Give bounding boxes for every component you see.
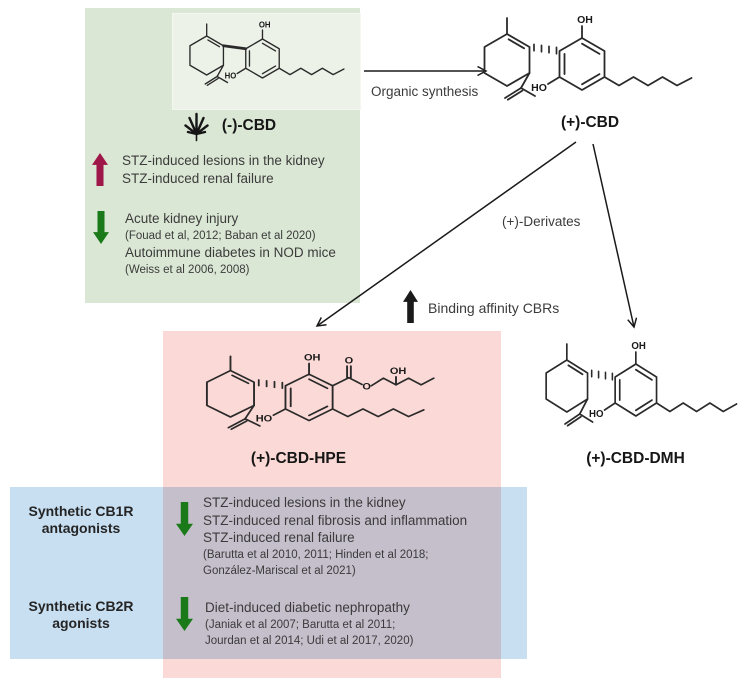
effect-line: STZ-induced lesions in the kidney — [203, 495, 406, 510]
atom-o-label: O — [345, 356, 354, 366]
citation-line: Jourdan et al 2014; Udi et al 2017, 2020… — [205, 635, 414, 647]
atom-oh-label: OH — [390, 367, 406, 377]
effect-line: STZ-induced renal failure — [122, 170, 274, 186]
cbd-plus-label: (+)-CBD — [560, 114, 620, 131]
organic-synthesis-label: Organic synthesis — [371, 84, 479, 99]
atom-o-label: O — [362, 382, 371, 392]
cbd-minus-label: (-)-CBD — [221, 117, 277, 134]
cbd-dmh-label: (+)-CBD-DMH — [586, 450, 685, 467]
cb2r-effects: Diet-induced diabetic nephropathy (Jania… — [205, 599, 413, 650]
cbd-hpe-structure: O O OH — [205, 352, 435, 431]
binding-affinity-up-arrow-icon — [403, 290, 418, 323]
cannabis-leaf-icon — [184, 112, 209, 142]
citation-line: (Barutta et al 2010, 2011; Hinden et al … — [203, 548, 429, 561]
derivates-arrow-to-dmh — [592, 143, 634, 327]
blue-synthetic-panel — [10, 487, 527, 659]
effect-line: STZ-induced renal fibrosis and inflammat… — [203, 512, 468, 528]
citation-line: (Weiss et al 2006, 2008) — [125, 263, 250, 276]
cb1r-effects: STZ-induced lesions in the kidney STZ-in… — [203, 494, 467, 580]
cbd-minus-up-effects: STZ-induced lesions in the kidney STZ-in… — [122, 152, 325, 187]
cb1r-antagonists-label: Synthetic CB1R antagonists — [28, 503, 134, 536]
derivates-label: (+)-Derivates — [502, 214, 581, 229]
cbd-minus-down-effects: Acute kidney injury (Fouad et al, 2012; … — [125, 210, 336, 278]
cbd-hpe-label: (+)-CBD-HPE — [250, 450, 347, 467]
citation-line: (Fouad et al, 2012; Baban et al 2020) — [125, 229, 316, 242]
cbd-plus-structure — [483, 13, 693, 101]
binding-affinity-label: Binding affinity CBRs — [428, 300, 560, 316]
effect-line: STZ-induced lesions in the kidney — [122, 153, 325, 168]
effect-line: Acute kidney injury — [125, 211, 239, 226]
cbd-minus-structure — [189, 20, 345, 86]
effect-line: Autoimmune diabetes in NOD mice — [125, 245, 336, 260]
cbd-dmh-structure — [545, 339, 738, 427]
cb2r-agonists-label: Synthetic CB2R agonists — [28, 598, 134, 631]
citation-line: (Janiak et al 2007; Barutta et al 2011; — [205, 618, 396, 631]
citation-line: González-Mariscal et al 2021) — [203, 565, 356, 577]
effect-line: Diet-induced diabetic nephropathy — [205, 600, 410, 615]
effect-line: STZ-induced renal failure — [203, 530, 355, 545]
